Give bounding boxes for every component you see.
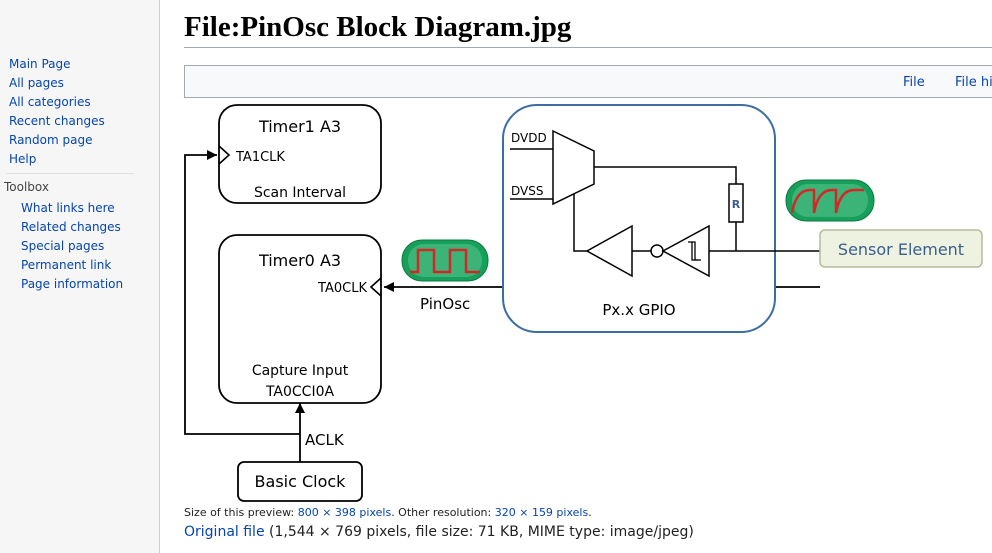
aclk-to-timer1-wire <box>184 154 300 435</box>
toc-file-link[interactable]: File <box>903 75 925 90</box>
other-resolution-suffix: . <box>588 506 592 519</box>
toolbox-permanent-link[interactable]: Permanent link <box>21 258 112 272</box>
toc-file-history-link[interactable]: File hi <box>955 75 992 90</box>
pinosc-arrowhead <box>384 282 394 292</box>
nav-random-page[interactable]: Random page <box>9 133 93 147</box>
block-diagram-image[interactable]: Timer1 A3 TA1CLK Scan Interval Timer0 A3… <box>160 0 992 505</box>
toolbox-heading: Toolbox <box>4 180 49 194</box>
timer1-clock-arrowhead <box>207 150 217 160</box>
resistor-label: R <box>732 198 741 211</box>
timer1-box <box>218 104 382 204</box>
timer1-title: Timer1 A3 <box>258 117 341 136</box>
original-file-details: (1,544 × 769 pixels, file size: 71 KB, M… <box>264 524 694 540</box>
preview-resolution-link[interactable]: 800 × 398 pixels <box>297 506 392 519</box>
toolbox-related-changes[interactable]: Related changes <box>21 220 121 234</box>
original-file-link[interactable]: Original file <box>184 524 265 540</box>
square-wave-icon <box>401 239 489 282</box>
dvdd-label: DVDD <box>511 131 547 145</box>
sidebar: Main Page All pages All categories Recen… <box>0 0 159 553</box>
page-title: File:PinOsc Block Diagram.jpg <box>184 11 572 43</box>
aclk-arrowhead <box>295 403 305 413</box>
basic-clock-label: Basic Clock <box>255 472 347 491</box>
timer0-caption-line1: Capture Input <box>252 363 349 379</box>
mux-output-wire <box>594 166 737 184</box>
file-toc: File File hi <box>184 65 992 98</box>
other-resolution-prefix: . Other resolution: <box>391 506 495 519</box>
original-file-info: Original file (1,544 × 769 pixels, file … <box>184 524 694 540</box>
timer1-caption: Scan Interval <box>254 185 346 201</box>
content-area: File:PinOsc Block Diagram.jpg File File … <box>159 0 992 553</box>
pinosc-label: PinOsc <box>420 295 470 313</box>
nav-help[interactable]: Help <box>9 152 37 166</box>
toolbox-special-pages[interactable]: Special pages <box>21 239 105 253</box>
inverter-bubble-icon <box>650 244 664 258</box>
nav-main-page[interactable]: Main Page <box>9 57 71 71</box>
mux-icon <box>552 129 595 206</box>
sensor-element-box <box>819 229 983 268</box>
timer0-clock-marker <box>369 277 382 297</box>
other-resolution-link[interactable]: 320 × 159 pixels <box>494 506 589 519</box>
mux-select-wire <box>573 194 587 252</box>
nav-all-pages[interactable]: All pages <box>9 76 64 90</box>
preview-size-info: Size of this preview: 800 × 398 pixels. … <box>184 506 592 519</box>
aclk-label: ACLK <box>305 431 345 449</box>
dvss-label: DVSS <box>511 184 543 198</box>
title-divider <box>184 47 992 48</box>
timer1-clock-marker <box>218 145 231 165</box>
timer0-clock-input-label: TA0CLK <box>317 281 367 296</box>
rc-wave-icon <box>785 179 875 222</box>
preview-prefix: Size of this preview: <box>184 506 298 519</box>
timer0-caption-line2: TA0CCI0A <box>265 384 335 400</box>
sensor-element-label: Sensor Element <box>838 240 964 259</box>
gpio-label: Px.x GPIO <box>602 301 675 319</box>
timer0-title: Timer0 A3 <box>258 251 341 270</box>
toolbox-what-links-here[interactable]: What links here <box>21 201 115 215</box>
sidebar-divider <box>6 173 134 174</box>
timer1-clock-input-label: TA1CLK <box>235 150 285 165</box>
nav-all-categories[interactable]: All categories <box>9 95 91 109</box>
toolbox-page-information[interactable]: Page information <box>21 277 124 291</box>
nav-recent-changes[interactable]: Recent changes <box>9 114 105 128</box>
